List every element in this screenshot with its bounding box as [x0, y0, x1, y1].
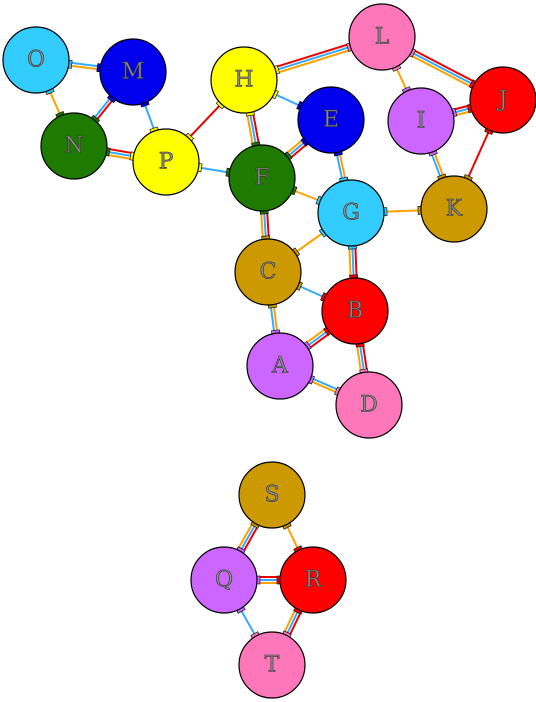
node-S: S — [238, 461, 306, 529]
node-label: D — [360, 393, 378, 418]
node-A: A — [246, 332, 314, 400]
node-circle — [210, 46, 278, 114]
node-label: G — [342, 201, 360, 226]
node-circle — [279, 546, 347, 614]
node-label: L — [375, 25, 390, 50]
node-O: O — [2, 26, 70, 94]
node-label: J — [497, 88, 508, 113]
node-F: F — [228, 144, 296, 212]
node-D: D — [335, 371, 403, 439]
node-circle — [132, 128, 200, 196]
node-label: I — [417, 109, 426, 134]
node-label: M — [122, 60, 145, 85]
node-label: B — [347, 299, 363, 324]
node-K: K — [420, 175, 488, 243]
node-circle — [297, 86, 365, 154]
node-circle — [234, 238, 302, 306]
node-J: J — [469, 66, 536, 134]
node-I: I — [387, 87, 455, 155]
node-label: H — [234, 68, 253, 93]
node-circle — [420, 175, 488, 243]
node-label: Q — [215, 568, 233, 593]
node-P: P — [132, 128, 200, 196]
node-circle — [321, 277, 389, 345]
nodes-layer: O M N P H L E F I J G K C B A D S Q R T — [2, 3, 536, 699]
node-label: N — [64, 134, 83, 159]
node-circle — [228, 144, 296, 212]
node-label: E — [323, 108, 339, 133]
node-circle — [469, 66, 536, 134]
node-label: F — [254, 166, 269, 191]
node-label: R — [305, 568, 323, 593]
node-label: K — [446, 197, 463, 222]
node-circle — [387, 87, 455, 155]
node-circle — [348, 3, 416, 71]
node-label: A — [271, 354, 289, 379]
node-L: L — [348, 3, 416, 71]
node-G: G — [317, 179, 385, 247]
node-label: O — [27, 48, 45, 73]
node-circle — [190, 546, 258, 614]
node-Q: Q — [190, 546, 258, 614]
node-C: C — [234, 238, 302, 306]
node-R: R — [279, 546, 347, 614]
node-E: E — [297, 86, 365, 154]
node-label: T — [265, 653, 280, 678]
node-B: B — [321, 277, 389, 345]
node-circle — [238, 461, 306, 529]
node-circle — [40, 112, 108, 180]
node-N: N — [40, 112, 108, 180]
node-circle — [2, 26, 70, 94]
node-H: H — [210, 46, 278, 114]
node-circle — [335, 371, 403, 439]
node-label: P — [159, 150, 174, 175]
node-circle — [238, 631, 306, 699]
node-circle — [317, 179, 385, 247]
node-M: M — [99, 38, 167, 106]
node-circle — [99, 38, 167, 106]
node-label: S — [264, 483, 279, 508]
node-label: C — [260, 260, 277, 285]
node-T: T — [238, 631, 306, 699]
node-circle — [246, 332, 314, 400]
